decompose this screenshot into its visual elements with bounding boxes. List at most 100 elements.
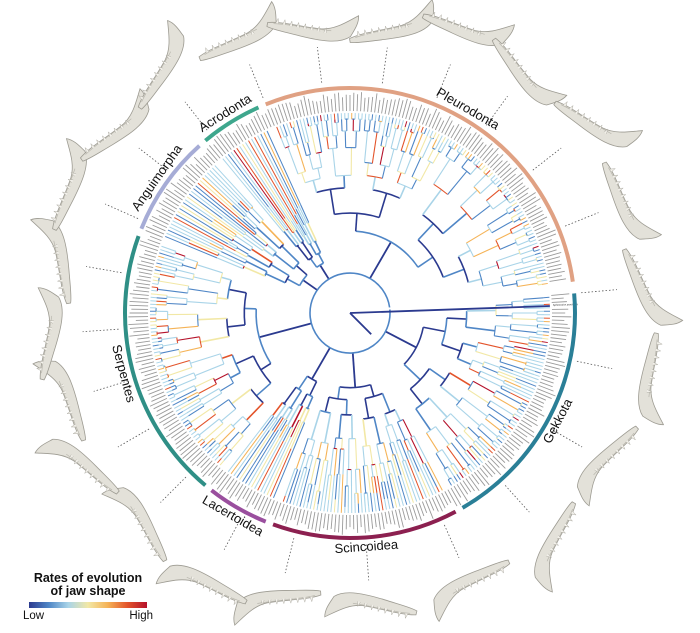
outgroup-branch xyxy=(350,306,550,313)
tip-branch xyxy=(154,273,160,274)
internal-branch xyxy=(482,423,498,436)
tip-branch xyxy=(537,365,543,367)
internal-branch xyxy=(313,180,316,192)
internal-branch xyxy=(536,274,540,275)
internal-branch xyxy=(520,250,533,255)
tip-label-mark xyxy=(375,93,377,112)
internal-arc xyxy=(228,374,233,383)
tip-branch xyxy=(457,474,461,479)
internal-branch xyxy=(315,491,317,504)
tip-branch xyxy=(484,454,488,458)
internal-branch xyxy=(501,273,515,276)
internal-branch xyxy=(212,222,235,237)
internal-branch xyxy=(537,334,543,335)
leader-line xyxy=(317,47,321,83)
tip-branch xyxy=(437,487,440,492)
tip-branch xyxy=(193,434,198,438)
internal-branch xyxy=(248,255,269,267)
internal-branch xyxy=(367,163,369,176)
internal-arc xyxy=(500,190,502,193)
tip-branch xyxy=(421,127,423,133)
tip-label-mark xyxy=(154,402,169,409)
tip-branch xyxy=(471,465,475,470)
tip-branch xyxy=(434,488,437,493)
internal-branch xyxy=(213,400,229,411)
tip-label-mark xyxy=(203,463,215,477)
tip-label-mark xyxy=(552,298,564,299)
tip-label-mark xyxy=(511,435,523,444)
tip-label-mark xyxy=(454,127,462,140)
tip-branch xyxy=(514,417,519,420)
tip-label-mark xyxy=(137,352,152,355)
tip-branch xyxy=(198,439,203,443)
leader-line xyxy=(86,266,121,272)
tip-branch xyxy=(369,114,370,120)
tip-branch xyxy=(212,454,216,458)
tip-label-mark xyxy=(169,423,181,431)
internal-arc xyxy=(516,281,517,287)
internal-branch xyxy=(443,213,467,233)
tip-branch xyxy=(434,132,437,137)
internal-arc xyxy=(421,133,424,134)
tip-branch xyxy=(370,493,372,512)
jaw-illustration xyxy=(525,500,596,592)
internal-arc xyxy=(451,148,454,150)
internal-branch xyxy=(308,124,309,127)
tip-label-mark xyxy=(537,230,555,237)
tip-branch xyxy=(324,115,325,121)
internal-arc xyxy=(520,403,522,406)
internal-arc xyxy=(460,153,463,155)
internal-arc xyxy=(533,248,534,251)
internal-branch xyxy=(473,443,483,454)
internal-arc xyxy=(529,239,530,242)
internal-branch xyxy=(345,486,346,507)
tip-branch xyxy=(205,175,234,203)
tip-label-mark xyxy=(483,148,494,160)
tip-label-mark xyxy=(152,216,169,224)
tip-branch xyxy=(341,474,343,512)
tip-branch xyxy=(151,335,157,336)
internal-arc xyxy=(292,127,295,128)
internal-branch xyxy=(510,330,537,333)
tip-branch xyxy=(454,144,457,149)
tip-branch xyxy=(377,493,380,511)
tip-label-mark xyxy=(368,97,369,112)
internal-branch xyxy=(293,127,298,143)
tip-branch xyxy=(176,409,181,412)
tip-branch xyxy=(283,496,285,502)
tip-branch xyxy=(402,120,404,126)
clade-label-gekkota: Gekkota xyxy=(540,395,576,446)
internal-branch xyxy=(423,190,442,215)
tip-label-mark xyxy=(301,100,305,116)
internal-branch xyxy=(405,460,411,477)
legend-title-line2: of jaw shape xyxy=(18,585,158,598)
internal-branch xyxy=(364,493,365,506)
tip-label-mark xyxy=(130,327,149,328)
tip-branch xyxy=(179,209,209,227)
tip-label-mark xyxy=(183,178,193,186)
internal-branch xyxy=(494,396,519,410)
tip-label-mark xyxy=(539,234,556,241)
internal-branch xyxy=(173,373,193,381)
internal-branch xyxy=(383,463,387,481)
tip-branch xyxy=(157,365,163,367)
internal-branch xyxy=(252,208,263,220)
tip-branch xyxy=(437,134,440,139)
internal-branch xyxy=(487,406,510,421)
internal-branch xyxy=(531,271,540,273)
phylogenetic-tree xyxy=(150,113,550,513)
internal-branch xyxy=(509,422,510,423)
internal-branch xyxy=(391,129,396,149)
tip-label-mark xyxy=(308,99,311,115)
internal-branch xyxy=(454,153,460,162)
tip-branch xyxy=(158,256,164,258)
internal-arc xyxy=(458,257,468,283)
internal-arc xyxy=(316,458,320,459)
tip-label-mark xyxy=(544,369,557,373)
internal-branch xyxy=(220,383,233,391)
tip-branch xyxy=(191,431,196,435)
tip-branch xyxy=(168,393,173,395)
tip-label-mark xyxy=(308,511,311,529)
internal-branch xyxy=(301,394,307,405)
internal-branch xyxy=(335,474,337,499)
